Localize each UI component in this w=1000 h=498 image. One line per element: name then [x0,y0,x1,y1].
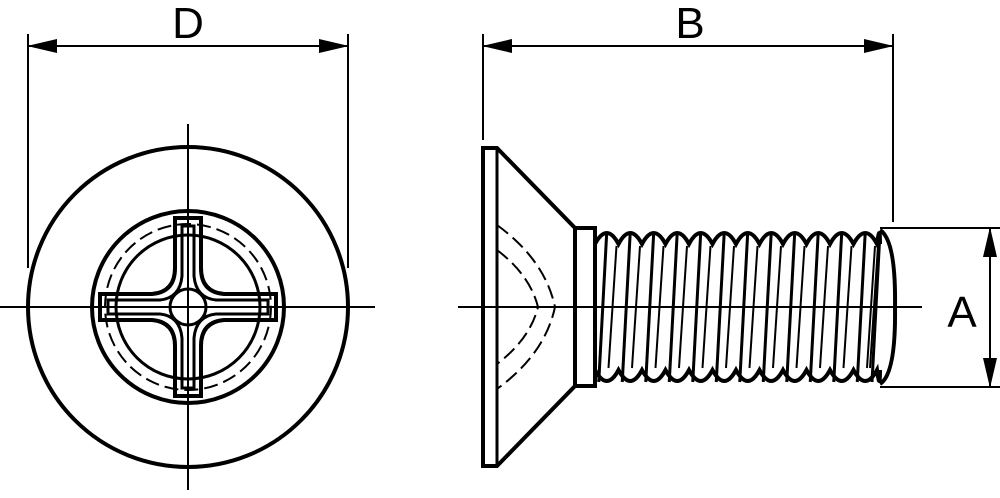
thread-root-line [607,245,618,369]
thread-flank-line [761,231,773,383]
recess-outer-circle [90,209,286,405]
thread-flank-line [855,231,867,383]
thread-root-line [725,245,735,369]
recess-dashed-circle [104,223,272,391]
thread-flank-line [808,231,820,383]
thread-root-line [701,245,712,369]
thread-root-line [654,245,665,369]
thread-root-line [866,245,876,369]
head-recess-hidden-lines [496,224,557,390]
phillips-center-circle [168,287,208,327]
thread-root-line [795,245,806,369]
thread-root-line [869,245,879,369]
thread-flank-line [785,231,797,383]
thread-flank-line [714,231,726,383]
thread-root-line [842,245,853,369]
head-outer-circle [26,145,350,469]
thread-top-profile [593,231,882,251]
dimension-a-label: A [947,288,977,337]
thread-root-line [631,245,641,369]
thread-tip [878,228,898,386]
thread-flank-line [738,231,750,383]
thread-flank-line [832,231,844,383]
thread-flank-lines [597,231,882,383]
phillips-cross-outline [98,216,278,398]
thread-root-line [678,245,688,369]
thread-root-line [819,245,829,369]
dimension-b-label: B [675,0,704,48]
thread-root-line [772,245,782,369]
thread-bottom-profile [593,363,882,383]
phillips-cross-inner [106,224,270,390]
recess-inner-circle [114,233,262,381]
thread-flank-line [597,231,609,383]
thread-flank-line [870,231,882,383]
dimension-d-label: D [172,0,204,48]
thread-flank-line [620,231,632,383]
thread-flank-line [667,231,679,383]
thread-flank-line [644,231,656,383]
side-view-group: B A [458,0,1000,468]
top-view-group: D [0,0,375,490]
thread-shank-outline [573,226,597,388]
thread-root-line [748,245,759,369]
thread-flank-line [691,231,703,383]
